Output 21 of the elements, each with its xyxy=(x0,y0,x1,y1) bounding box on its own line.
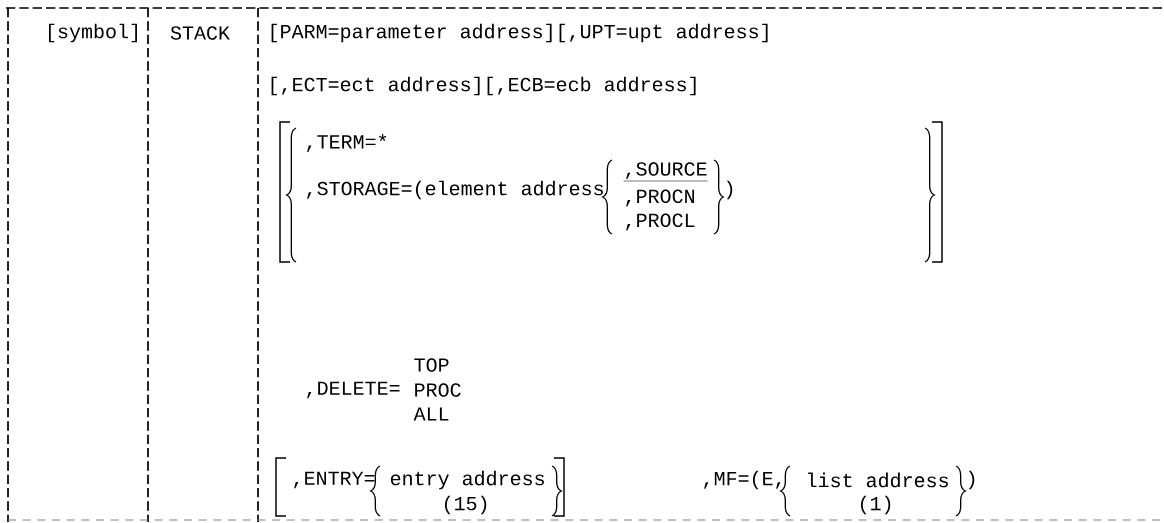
syntax-text: ,DELETE= xyxy=(307,381,400,399)
syntax-text: PROC xyxy=(415,383,461,397)
syntax-text: ) xyxy=(726,180,733,200)
syntax-text: [,ECT=ect address][,ECB=ecb address] xyxy=(271,76,696,96)
syntax-text: (1) xyxy=(860,495,891,515)
syntax-text: ,MF=(E, xyxy=(704,470,781,490)
syntax-text: ALL xyxy=(413,407,449,421)
syntax-text: [symbol] xyxy=(49,23,137,43)
syntax-text: ,SOURCE xyxy=(623,162,708,182)
syntax-text: ,ENTRY= xyxy=(294,471,375,489)
syntax-text: [PARM=parameter address][,UPT=upt address] xyxy=(271,23,768,43)
syntax-text: ,PROCN xyxy=(626,189,694,207)
syntax-text: TOP xyxy=(414,358,449,372)
syntax-text: entry address xyxy=(390,470,544,490)
syntax-text: ) xyxy=(968,470,975,490)
syntax-text: ,TERM=* xyxy=(307,134,387,152)
syntax-text: ,PROCL xyxy=(626,213,695,231)
syntax-text: STACK xyxy=(170,26,230,40)
syntax-text: (15) xyxy=(444,495,487,515)
syntax-text: list address xyxy=(808,472,948,488)
syntax-text: ,STORAGE=(element address xyxy=(307,180,603,200)
